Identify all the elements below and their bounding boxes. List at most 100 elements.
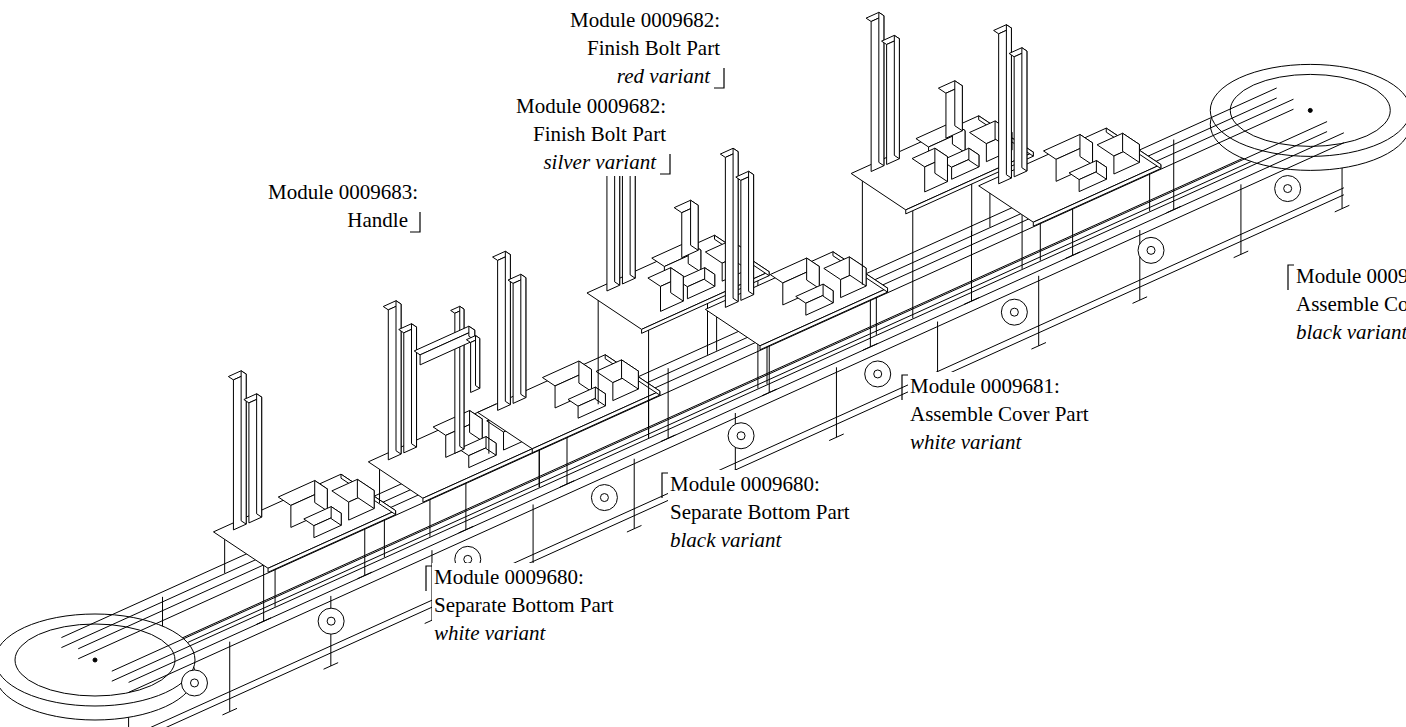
- frame-leg: [836, 367, 837, 437]
- frame-leg: [1038, 276, 1039, 346]
- mechanism-block: [1080, 134, 1093, 164]
- profile-tower: [894, 35, 899, 158]
- valve-block: [671, 268, 684, 301]
- callout-label: Separate Bottom Part: [668, 498, 852, 526]
- mechanism-block: [849, 257, 866, 286]
- callout-label: Module 0009681:: [1294, 262, 1406, 290]
- pulley-hub: [1284, 185, 1292, 193]
- callout-bracket: [410, 212, 420, 232]
- mechanism-block: [315, 481, 328, 511]
- pulley: [728, 423, 754, 449]
- callout-label: Separate Bottom Part: [432, 591, 616, 619]
- frame-foot: [1133, 297, 1148, 304]
- pulley-hub: [600, 494, 608, 502]
- plate-support: [1149, 171, 1150, 211]
- conveyor-rail: [129, 133, 1344, 683]
- plate-support: [384, 517, 385, 557]
- frame-foot: [829, 434, 844, 441]
- profile-tower: [1022, 48, 1027, 171]
- valve-block: [595, 387, 605, 406]
- profile-tower: [241, 371, 246, 524]
- callout-label: white variant: [908, 428, 1023, 456]
- frame-leg: [668, 368, 669, 438]
- pulley: [1138, 237, 1164, 263]
- pulley-hub: [1010, 308, 1018, 316]
- frame-leg: [229, 642, 230, 712]
- profile-tower: [396, 301, 401, 454]
- pulley: [318, 608, 344, 634]
- conveyor-rail: [129, 143, 1344, 693]
- callout-label: Module 0009682:: [514, 92, 668, 120]
- plate-support: [648, 328, 649, 438]
- turntable-track: [1210, 64, 1406, 156]
- callout-label: Assemble Cover Part: [1294, 290, 1406, 318]
- frame-foot: [1031, 343, 1046, 350]
- turntable-disc: [1230, 74, 1390, 146]
- conveyor-rail: [61, 98, 1276, 648]
- turntable-hub: [1308, 108, 1312, 112]
- profile-tower: [521, 274, 526, 397]
- callout-label: black variant: [668, 526, 783, 554]
- conveyor-rail: [61, 88, 1276, 638]
- gripper: [476, 336, 480, 389]
- pulley-hub: [327, 617, 335, 625]
- callout-label: Module 0009681:: [908, 372, 1062, 400]
- pulley: [865, 361, 891, 387]
- pulley-hub: [737, 432, 745, 440]
- valve-block: [935, 148, 948, 181]
- plate-support: [275, 567, 276, 607]
- callout-label: Handle: [345, 206, 410, 234]
- frame-leg: [634, 459, 635, 529]
- callout-label: Module 0009680:: [668, 470, 822, 498]
- callout-label: Module 0009682:: [568, 6, 722, 34]
- callout-brackets: [410, 68, 1300, 591]
- turntable-hub: [93, 658, 97, 662]
- pulley-hub: [190, 679, 198, 687]
- valve-block: [1096, 161, 1106, 180]
- conveyor-rail: [112, 122, 1327, 672]
- cylinder-block: [691, 200, 699, 250]
- plate-support: [598, 294, 599, 404]
- pulley-hub: [1147, 246, 1155, 254]
- plate-support: [539, 447, 540, 487]
- pulley: [181, 670, 207, 696]
- frame-leg: [1139, 230, 1140, 300]
- module-plate: [423, 441, 551, 503]
- callout-label: Module 0009683:: [266, 178, 420, 206]
- frame-foot: [222, 708, 237, 715]
- profile-tower: [505, 251, 510, 404]
- lower-frame: [61, 143, 1276, 693]
- profile-tower: [257, 394, 262, 517]
- plate-support: [876, 295, 877, 335]
- callout-label: Finish Bolt Part: [585, 34, 722, 62]
- frame-leg: [971, 231, 972, 301]
- mechanism-block: [807, 258, 820, 288]
- handle-pole: [460, 306, 464, 449]
- plate-support: [862, 175, 863, 285]
- mechanism-block: [579, 361, 592, 391]
- callout-bracket: [660, 154, 670, 174]
- frame-foot: [1234, 251, 1249, 258]
- pulley-hub: [874, 370, 882, 378]
- valve-block: [486, 437, 496, 456]
- mechanism-block: [1123, 133, 1140, 162]
- plate-support: [539, 447, 540, 487]
- callout-label: white variant: [432, 619, 547, 647]
- frame-leg: [1240, 184, 1241, 254]
- frame-leg: [1173, 140, 1174, 210]
- frame-foot: [324, 663, 339, 670]
- conveyor-rail: [78, 109, 1293, 659]
- mechanism-block: [357, 479, 374, 508]
- conveyor-rail: [78, 99, 1293, 649]
- pulley: [591, 485, 617, 511]
- conveyor-rail: [112, 132, 1327, 682]
- plate-support: [912, 208, 913, 318]
- callout-label: Assemble Cover Part: [908, 400, 1090, 428]
- mechanism-block: [622, 360, 639, 389]
- module-plate: [268, 511, 396, 573]
- module-plate: [1033, 165, 1161, 227]
- callout-label: Finish Bolt Part: [531, 120, 668, 148]
- cylinder-block: [955, 81, 963, 131]
- pulley: [1001, 299, 1027, 325]
